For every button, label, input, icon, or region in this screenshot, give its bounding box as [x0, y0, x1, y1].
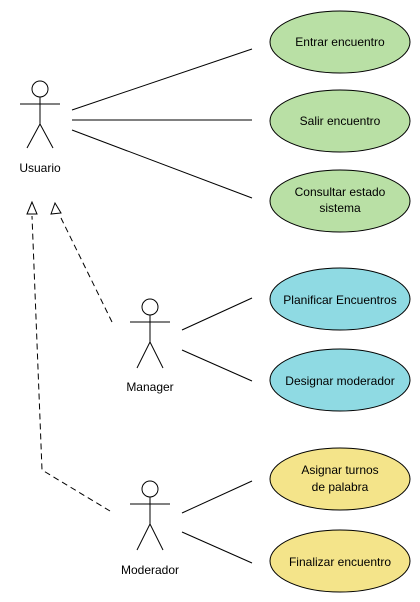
- use-case-entrar-ellipse: [269, 10, 411, 74]
- use-case-salir-encuentro[interactable]: Salir encuentro: [269, 89, 411, 153]
- use-case-planificar-label: Planificar Encuentros: [283, 293, 396, 307]
- use-case-consultar-label-line1: Consultar estado: [295, 185, 386, 199]
- actor-moderador[interactable]: Moderador: [121, 480, 179, 577]
- use-case-planificar-encuentros[interactable]: Planificar Encuentros: [269, 267, 411, 331]
- use-case-finalizar-encuentro[interactable]: Finalizar encuentro: [269, 529, 411, 593]
- actor-usuario[interactable]: Usuario: [19, 80, 61, 175]
- actor-manager-right-leg: [149, 341, 164, 369]
- actor-usuario-right-leg: [39, 123, 54, 149]
- actor-moderador-right-leg: [149, 523, 164, 551]
- use-case-finalizar-ellipse: [269, 529, 411, 593]
- use-case-planificar-ellipse: [269, 267, 411, 331]
- actor-usuario-label: Usuario: [19, 161, 61, 175]
- actor-usuario-head: [31, 80, 49, 98]
- use-case-asignar-label-line1: Asignar turnos: [301, 463, 378, 477]
- use-case-salir-label: Salir encuentro: [300, 114, 381, 128]
- generalization-manager-usuario[interactable]: [50, 201, 113, 323]
- generalization-moderador-arrowhead: [26, 200, 38, 215]
- actor-moderador-head: [141, 480, 159, 498]
- actor-manager-left-leg: [136, 341, 151, 369]
- use-case-designar-moderador[interactable]: Designar moderador: [269, 348, 411, 412]
- generalization-moderador-line: [31, 215, 111, 512]
- actor-moderador-left-leg: [136, 523, 151, 551]
- use-case-consultar-estado[interactable]: Consultar estado sistema: [269, 169, 411, 233]
- use-case-asignar-ellipse: [269, 447, 411, 511]
- association-manager-designar[interactable]: [181, 349, 253, 382]
- association-usuario-entrar[interactable]: [71, 48, 253, 111]
- use-case-salir-ellipse: [269, 89, 411, 153]
- use-case-finalizar-label: Finalizar encuentro: [289, 555, 391, 569]
- use-case-asignar-turnos[interactable]: Asignar turnos de palabra: [269, 447, 411, 511]
- use-case-designar-ellipse: [269, 348, 411, 412]
- use-case-asignar-label-line2: de palabra: [312, 480, 369, 494]
- actor-usuario-left-leg: [26, 123, 41, 149]
- association-moderador-asignar[interactable]: [181, 480, 253, 514]
- actor-moderador-label: Moderador: [121, 563, 179, 577]
- use-case-consultar-label-line2: sistema: [319, 201, 361, 215]
- actor-manager-head: [141, 298, 159, 316]
- generalization-moderador-usuario[interactable]: [26, 200, 111, 512]
- use-case-entrar-label: Entrar encuentro: [295, 35, 385, 49]
- use-case-consultar-ellipse: [269, 169, 411, 233]
- association-usuario-consultar[interactable]: [71, 129, 253, 199]
- use-case-entrar-encuentro[interactable]: Entrar encuentro: [269, 10, 411, 74]
- association-manager-planificar[interactable]: [181, 297, 253, 331]
- generalization-manager-arrowhead: [50, 201, 62, 215]
- association-moderador-finalizar[interactable]: [181, 531, 253, 564]
- actor-manager-label: Manager: [126, 380, 173, 394]
- use-case-designar-label: Designar moderador: [285, 374, 394, 388]
- actor-manager[interactable]: Manager: [126, 298, 174, 394]
- generalization-manager-line: [60, 217, 113, 323]
